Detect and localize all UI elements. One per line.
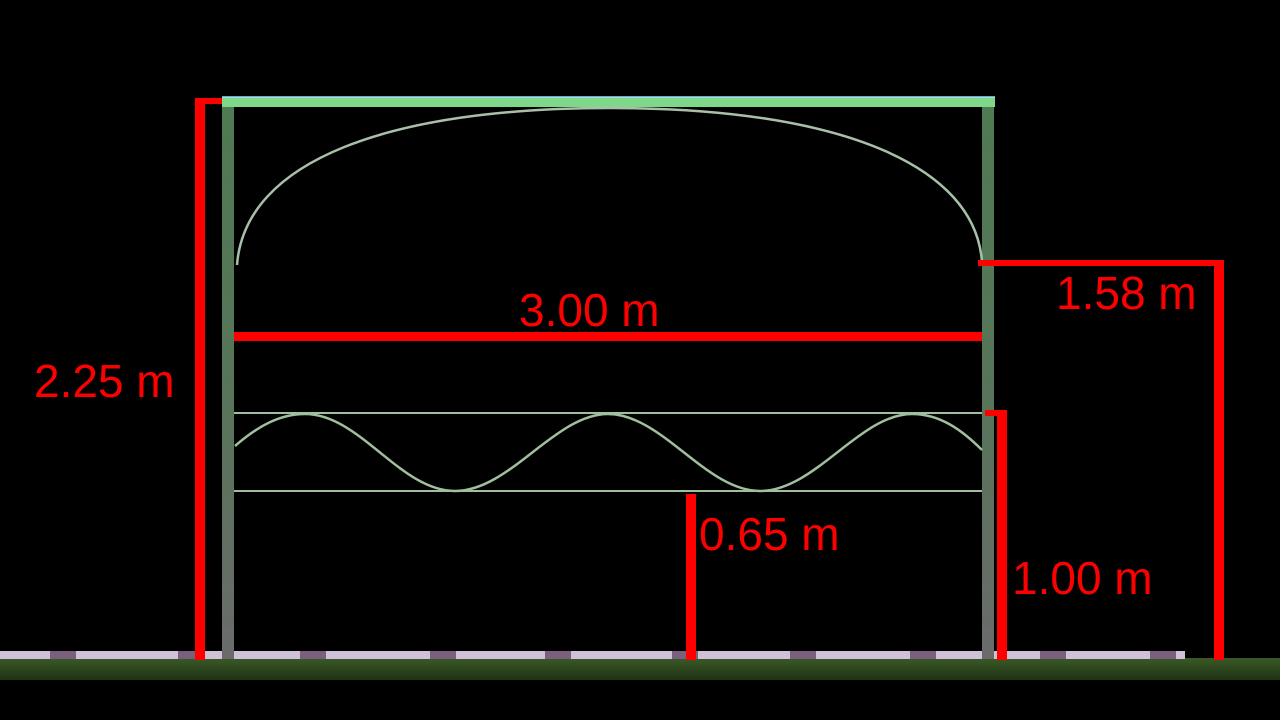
width-label: 3.00 m <box>519 284 660 336</box>
roof-beam <box>222 97 995 107</box>
paving-joints <box>50 651 1176 659</box>
height-total-tick <box>195 98 222 104</box>
dimension-labels: 2.25 m 3.00 m 1.58 m 1.00 m 0.65 m <box>34 267 1197 604</box>
pergola-frame <box>222 96 995 659</box>
wave-wire <box>234 412 983 493</box>
height-total-line <box>195 98 205 660</box>
left-post <box>222 103 234 659</box>
paving-path <box>0 651 1185 659</box>
lower-rail-line <box>686 494 696 660</box>
arch-height-line <box>1214 260 1224 660</box>
arch-height-label: 1.58 m <box>1056 267 1197 319</box>
total-height-label: 2.25 m <box>34 355 175 407</box>
lower-rail-height-label: 0.65 m <box>699 508 840 560</box>
upper-rail-tick <box>985 410 1007 416</box>
upper-rail-line <box>997 410 1007 660</box>
ground <box>0 651 1280 680</box>
arch-height-tick <box>978 260 1224 266</box>
upper-rail-height-label: 1.00 m <box>1012 552 1153 604</box>
arch-wire <box>235 106 984 266</box>
grass-strip <box>0 658 1280 680</box>
right-post <box>982 103 994 659</box>
dimension-lines <box>195 98 1224 660</box>
width-line <box>234 332 982 341</box>
